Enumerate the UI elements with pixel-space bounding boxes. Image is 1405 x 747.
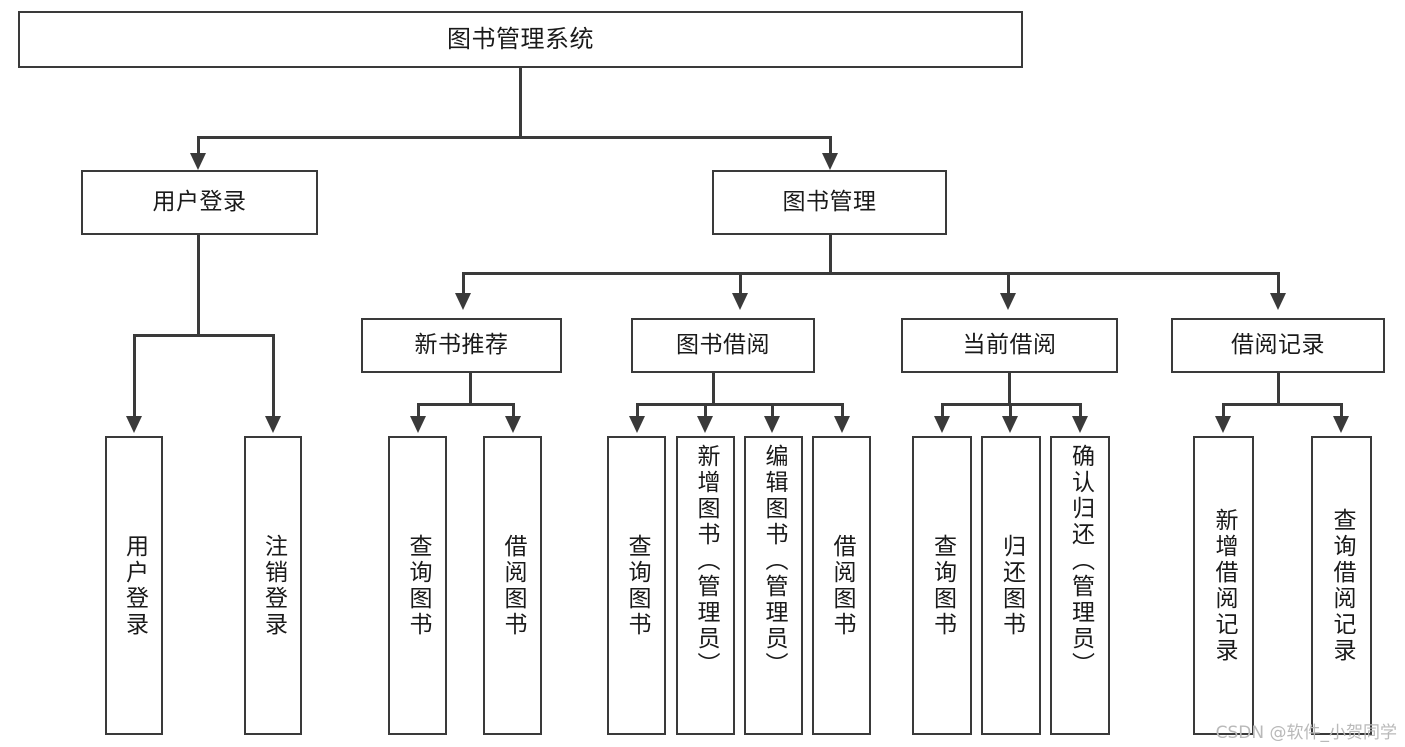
node-leaf-query-record-label: 查询借阅记录 — [1329, 507, 1355, 664]
node-new-book-recommend-label: 新书推荐 — [414, 332, 509, 359]
arrow-leaf-return-book — [1002, 416, 1018, 433]
node-leaf-borrow-book-2[interactable]: 借阅图书 — [812, 436, 871, 735]
connector-br-right — [1340, 403, 1343, 419]
connector-new-book-recommend-bus — [417, 403, 514, 406]
connector-level3-bus — [462, 272, 1280, 275]
node-leaf-return-book[interactable]: 归还图书 — [981, 436, 1041, 735]
node-book-borrow[interactable]: 图书借阅 — [631, 318, 815, 373]
node-leaf-user-login[interactable]: 用户登录 — [105, 436, 163, 735]
connector-bb-1 — [636, 403, 639, 419]
connector-to-user-login — [197, 136, 200, 158]
arrow-to-book-borrow — [732, 293, 748, 310]
connector-user-login-left — [133, 334, 136, 419]
node-leaf-return-book-label: 归还图书 — [998, 533, 1025, 638]
node-leaf-query-book-2[interactable]: 查询图书 — [607, 436, 666, 735]
connector-book-borrow-down — [712, 373, 715, 405]
node-book-borrow-label: 图书借阅 — [676, 332, 770, 359]
node-leaf-add-record[interactable]: 新增借阅记录 — [1193, 436, 1254, 735]
node-leaf-query-book-2-label: 查询图书 — [624, 533, 650, 638]
node-leaf-query-record[interactable]: 查询借阅记录 — [1311, 436, 1372, 735]
connector-borrow-record-bus — [1222, 403, 1342, 406]
arrow-leaf-confirm-return — [1072, 416, 1088, 433]
connector-to-book-borrow — [739, 272, 742, 296]
node-current-borrow-label: 当前借阅 — [962, 332, 1057, 359]
connector-user-login-bus — [133, 334, 274, 337]
node-leaf-borrow-book-1[interactable]: 借阅图书 — [483, 436, 542, 735]
node-book-manage-label: 图书管理 — [782, 189, 877, 216]
node-leaf-query-book-3[interactable]: 查询图书 — [912, 436, 972, 735]
node-leaf-query-book-3-label: 查询图书 — [929, 533, 956, 638]
arrow-leaf-query-book-3 — [934, 416, 950, 433]
node-leaf-borrow-book-1-label: 借阅图书 — [500, 533, 526, 638]
connector-nbr-left — [417, 403, 420, 419]
arrow-to-user-login — [190, 153, 206, 170]
node-new-book-recommend[interactable]: 新书推荐 — [361, 318, 562, 373]
connector-current-borrow-down — [1008, 373, 1011, 405]
connector-cb-3 — [1079, 403, 1082, 419]
arrow-to-book-manage — [822, 153, 838, 170]
connector-cb-2 — [1009, 403, 1012, 419]
connector-to-borrow-record — [1277, 272, 1280, 296]
arrow-leaf-borrow-book-2 — [834, 416, 850, 433]
node-leaf-query-book-1-label: 查询图书 — [405, 533, 431, 638]
connector-book-borrow-bus — [636, 403, 843, 406]
arrow-leaf-user-logout — [265, 416, 281, 433]
connector-to-current-borrow — [1007, 272, 1010, 296]
node-leaf-query-book-1[interactable]: 查询图书 — [388, 436, 447, 735]
arrow-leaf-add-book — [697, 416, 713, 433]
connector-bb-3 — [771, 403, 774, 419]
connector-to-book-manage — [829, 136, 832, 158]
node-leaf-user-logout[interactable]: 注销登录 — [244, 436, 302, 735]
node-root-label: 图书管理系统 — [447, 24, 594, 53]
node-leaf-add-book-label: 新增图书（管理员） — [693, 444, 719, 678]
node-leaf-confirm-return-label: 确认归还（管理员） — [1067, 444, 1094, 678]
node-leaf-edit-book[interactable]: 编辑图书（管理员） — [744, 436, 803, 735]
connector-root-down — [519, 67, 522, 137]
arrow-leaf-borrow-book-1 — [505, 416, 521, 433]
connector-bb-4 — [841, 403, 844, 419]
node-borrow-record[interactable]: 借阅记录 — [1171, 318, 1385, 373]
connector-user-login-down — [197, 235, 200, 336]
arrow-leaf-add-record — [1215, 416, 1231, 433]
node-leaf-user-login-label: 用户登录 — [121, 533, 148, 638]
node-leaf-user-logout-label: 注销登录 — [260, 533, 287, 638]
connector-borrow-record-down — [1277, 373, 1280, 405]
connector-new-book-recommend-down — [469, 373, 472, 405]
node-leaf-add-record-label: 新增借阅记录 — [1211, 507, 1237, 664]
arrow-leaf-query-book-2 — [629, 416, 645, 433]
connector-user-login-right — [272, 334, 275, 419]
node-user-login[interactable]: 用户登录 — [81, 170, 318, 235]
arrow-to-current-borrow — [1000, 293, 1016, 310]
node-borrow-record-label: 借阅记录 — [1231, 332, 1325, 359]
arrow-leaf-query-record — [1333, 416, 1349, 433]
node-user-login-label: 用户登录 — [152, 189, 247, 216]
node-root[interactable]: 图书管理系统 — [18, 11, 1023, 68]
node-leaf-add-book[interactable]: 新增图书（管理员） — [676, 436, 735, 735]
node-book-manage[interactable]: 图书管理 — [712, 170, 947, 235]
connector-bb-2 — [704, 403, 707, 419]
arrow-leaf-query-book-1 — [410, 416, 426, 433]
node-leaf-borrow-book-2-label: 借阅图书 — [829, 533, 855, 638]
connector-nbr-right — [512, 403, 515, 419]
node-leaf-confirm-return[interactable]: 确认归还（管理员） — [1050, 436, 1110, 735]
connector-book-manage-down — [829, 235, 832, 274]
connector-to-new-book-recommend — [462, 272, 465, 296]
arrow-to-borrow-record — [1270, 293, 1286, 310]
connector-cb-1 — [941, 403, 944, 419]
connector-level2-bus — [197, 136, 830, 139]
arrow-leaf-user-login — [126, 416, 142, 433]
arrow-leaf-edit-book — [764, 416, 780, 433]
node-leaf-edit-book-label: 编辑图书（管理员） — [761, 444, 787, 678]
node-current-borrow[interactable]: 当前借阅 — [901, 318, 1118, 373]
connector-br-left — [1222, 403, 1225, 419]
arrow-to-new-book-recommend — [455, 293, 471, 310]
